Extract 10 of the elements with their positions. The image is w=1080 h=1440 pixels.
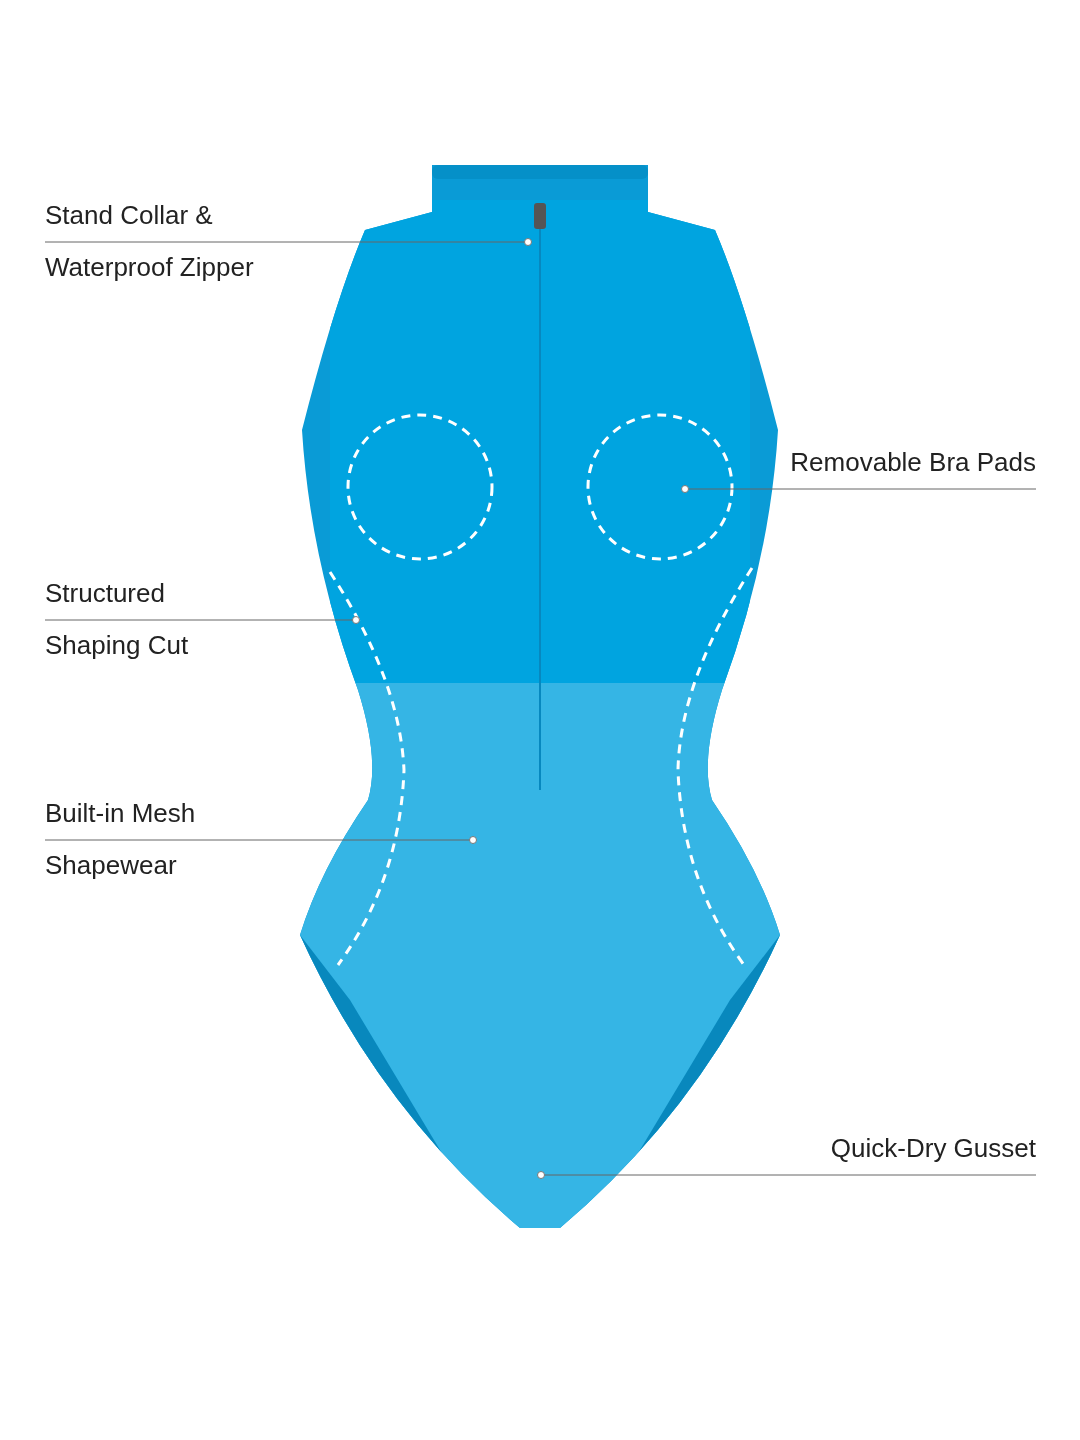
leader-line (44, 836, 477, 844)
leader-line (44, 238, 532, 246)
callout-label: Built-in Mesh Shapewear (45, 797, 197, 882)
callout-label: Structured Shaping Cut (45, 577, 190, 662)
callout-label: Removable Bra Pads (790, 446, 1036, 479)
leader-line (681, 485, 1037, 493)
leader-line (537, 1171, 1037, 1179)
callout-label: Quick-Dry Gusset (830, 1132, 1036, 1165)
callout-label: Stand Collar & Waterproof Zipper (45, 199, 255, 284)
leader-line (44, 616, 360, 624)
